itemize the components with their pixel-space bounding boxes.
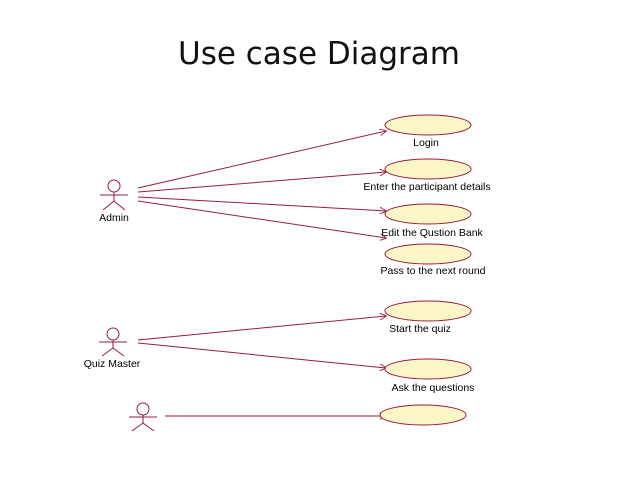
association-quizmaster-ask-questions bbox=[137, 342, 386, 368]
page-title: Use case Diagram bbox=[178, 36, 460, 72]
use-case-login bbox=[384, 114, 472, 136]
association-quizmaster-start-quiz bbox=[137, 316, 386, 341]
actor-admin-figure bbox=[100, 179, 128, 211]
actor-label-admin: Admin bbox=[99, 212, 129, 224]
use-case-label-start-quiz: Start the quiz bbox=[389, 323, 451, 335]
use-case-pass-round bbox=[384, 243, 472, 265]
association-admin-edit-bank bbox=[137, 196, 386, 211]
use-case-label-login: Login bbox=[413, 137, 439, 149]
association-admin-login bbox=[137, 131, 386, 189]
actor-unnamed-figure bbox=[129, 402, 157, 432]
actor-quiz-master-figure bbox=[99, 327, 127, 357]
associations bbox=[137, 131, 386, 416]
association-admin-pass-round bbox=[137, 200, 386, 238]
use-cases bbox=[379, 114, 472, 426]
use-case-edit-bank bbox=[384, 203, 472, 225]
use-case-label-edit-bank: Edit the Qustion Bank bbox=[381, 227, 483, 239]
use-case-label-ask-questions: Ask the questions bbox=[392, 382, 475, 394]
actor-label-quiz-master: Quiz Master bbox=[84, 358, 141, 370]
use-case-label-enter-details: Enter the participant details bbox=[363, 181, 490, 193]
use-case-unlabeled bbox=[379, 404, 467, 426]
association-admin-enter-details bbox=[137, 172, 386, 193]
use-case-ask-questions bbox=[384, 358, 472, 380]
use-case-enter-details bbox=[384, 158, 472, 180]
use-case-label-pass-round: Pass to the next round bbox=[380, 265, 485, 277]
use-case-start-quiz bbox=[384, 300, 472, 322]
